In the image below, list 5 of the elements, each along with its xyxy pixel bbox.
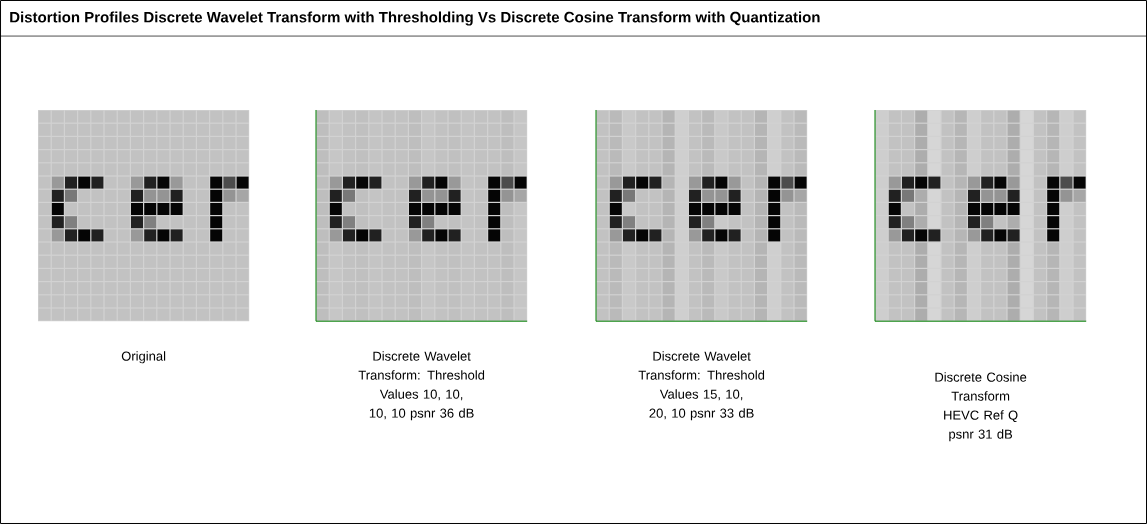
image-caption: Original [121, 351, 166, 364]
image-caption: Discrete Cosine Transform HEVC Ref Q psnr 31 dB [935, 372, 1027, 442]
title: Distortion Profiles Discrete Wavelet Transform with Thresholding Vs Discrete Cosine Transform with Quantization [10, 11, 820, 26]
image-caption: Discrete Wavelet Transform: Threshold Values 10, 10, 10, 10 psnr 36 dB [358, 351, 485, 421]
image-caption: Discrete Wavelet Transform: Threshold Values 15, 10, 20, 10 psnr 33 dB [638, 351, 765, 421]
